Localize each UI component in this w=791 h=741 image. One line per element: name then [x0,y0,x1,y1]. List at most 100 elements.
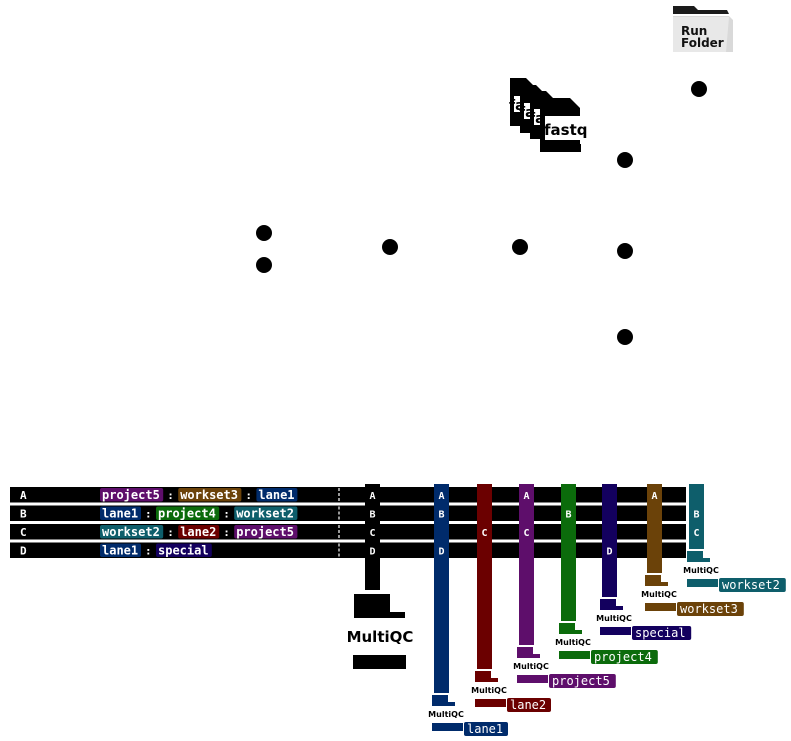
column-letter: D [369,547,375,558]
multiqc-report-icon [559,623,582,634]
column-letter: C [481,528,487,539]
tag-label: project5 [102,488,160,502]
group-column-bar [647,484,662,573]
group-name-pill [549,674,616,688]
workflow-node [512,239,528,255]
tag-pill [100,488,164,502]
group-name-label: lane2 [510,698,546,712]
multiqc-report-base [432,723,463,731]
group-column-bar [477,484,492,669]
tag-separator: : [223,526,230,539]
tag-pill [256,488,298,502]
group-name-pill [632,626,692,640]
group-name-label: project5 [552,674,610,688]
group-column-bar [519,484,534,645]
tag-label: lane1 [102,507,138,521]
multiqc-report-icon [645,575,668,586]
multiqc-small-label: MultiQC [471,686,507,695]
tag-label: lane2 [180,525,216,539]
tag-label: workset3 [180,488,238,502]
group-name-label: workset2 [722,578,780,592]
multiqc-small-label: MultiQC [596,614,632,623]
group-column-bar [689,484,704,549]
group-name-label: lane1 [467,722,503,736]
column-letter: B [369,510,375,521]
run-folder-label-line1: Run [681,24,707,38]
workflow-node [617,243,633,259]
group-column-bar [561,484,576,621]
tag-label: workset2 [102,525,160,539]
group-column-bar [602,484,617,597]
tag-pill [156,543,212,557]
sample-letter: D [20,545,27,558]
multiqc-report-icon [432,695,455,706]
workflow-node [256,257,272,273]
multiqc-report-base [559,651,590,659]
group-name-pill [719,578,786,592]
column-letter: A [369,491,375,502]
column-letter: A [651,491,657,502]
multiqc-small-label: MultiQC [555,638,591,647]
multiqc-report-base [687,579,718,587]
multiqc-report-base [475,699,506,707]
group-name-label: project4 [594,650,652,664]
workflow-nodes [256,81,707,345]
multiqc-report-icon [600,599,623,610]
tag-separator: : [223,508,230,521]
column-letter: C [369,528,375,539]
tag-pill [234,525,298,539]
sample-letter: C [20,526,27,539]
group-name-pill [507,698,551,712]
workflow-node [256,225,272,241]
workflow-node [617,329,633,345]
column-letter: B [565,510,571,521]
multiqc-report-base [517,675,548,683]
column-letter: B [693,510,699,521]
run-folder-icon: Run Folder [673,6,733,52]
tag-pill [100,506,141,520]
sample-letter: A [20,489,27,502]
multiqc-report-icon [517,647,540,658]
column-letter: A [523,491,529,502]
column-letter: B [438,510,444,521]
tag-pill [100,525,164,539]
multiqc-small-label: MultiQC [683,566,719,575]
column-letter: D [438,547,444,558]
tag-label: special [158,544,209,558]
multiqc-small-label: MultiQC [641,590,677,599]
workflow-node [691,81,707,97]
tag-pill [234,506,298,520]
group-name-pill [464,722,508,736]
group-columns: ABDMultiQClane1CMultiQClane2ACMultiQCpro… [428,484,786,736]
tag-separator: : [145,545,152,558]
tag-separator: : [245,489,252,502]
workflow-node [382,239,398,255]
multiqc-report-base [645,603,676,611]
tag-pill [100,543,141,557]
tag-pill [178,488,242,502]
workflow-node [617,152,633,168]
tag-label: lane1 [258,488,294,502]
group-name-pill [677,602,744,616]
group-name-label: workset3 [680,602,738,616]
tag-label: lane1 [102,544,138,558]
tag-label: workset2 [236,507,294,521]
column-letter: D [606,547,612,558]
multiqc-small-label: MultiQC [428,710,464,719]
tag-label: project5 [236,525,294,539]
tag-separator: : [145,508,152,521]
multiqc-report-icon [354,594,405,618]
tag-pill [178,525,220,539]
column-letter: A [438,491,444,502]
